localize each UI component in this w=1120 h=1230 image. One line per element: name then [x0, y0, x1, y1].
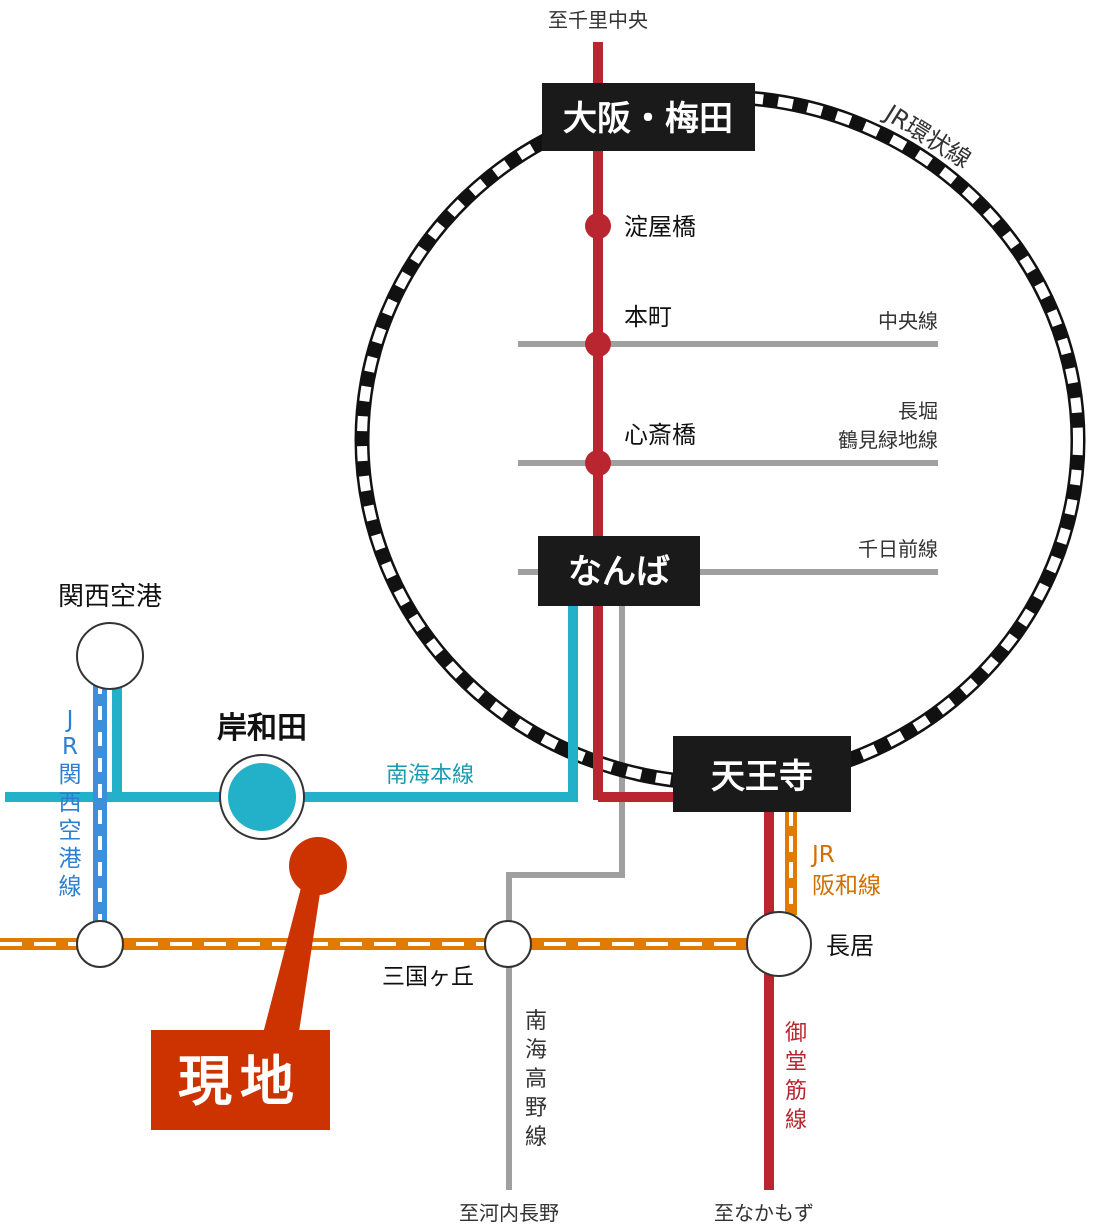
nankai-main-line — [5, 600, 578, 802]
svg-text:南: 南 — [525, 1009, 547, 1034]
mikunigaoka-station[interactable] — [484, 920, 532, 968]
current-location-marker: 現地 — [151, 837, 347, 1130]
umeda-station-box[interactable]: 大阪・梅田 — [542, 83, 755, 151]
namba-station-box[interactable]: なんば — [538, 536, 700, 606]
namba-label: なんば — [568, 552, 670, 592]
kansai-airport-station[interactable] — [76, 622, 144, 690]
jr-loop-line — [354, 89, 1086, 791]
jr-hanwa-label-1: JR — [810, 842, 835, 868]
svg-text:野: 野 — [525, 1096, 547, 1121]
nagai-label: 長居 — [826, 932, 874, 960]
umeda-label: 大阪・梅田 — [563, 99, 733, 139]
nankai-kouya-vertical-label: 南 海 高 野 線 — [525, 1009, 547, 1150]
yodoyabashi-dot — [585, 213, 611, 239]
svg-text:線: 線 — [59, 874, 82, 900]
svg-text:御: 御 — [785, 1021, 807, 1046]
mikunigaoka-label: 三国ヶ丘 — [382, 964, 474, 990]
honmachi-label: 本町 — [624, 303, 672, 331]
svg-text:港: 港 — [59, 846, 82, 872]
svg-text:線: 線 — [525, 1125, 547, 1150]
svg-text:線: 線 — [785, 1108, 807, 1133]
yodoyabashi-label: 淀屋橋 — [624, 213, 696, 241]
nankai-kouya-line — [506, 590, 625, 1190]
midosuji-vertical-label: 御 堂 筋 線 — [785, 1021, 807, 1133]
nankai-main-label: 南海本線 — [386, 763, 474, 788]
nagahori-line-label-1: 長堀 — [898, 399, 938, 423]
kishiwada-station[interactable] — [219, 754, 305, 840]
midosuji-line — [593, 42, 774, 1190]
svg-text:筋: 筋 — [785, 1079, 807, 1104]
jr-hanwa-line — [0, 810, 797, 950]
svg-text:高: 高 — [525, 1067, 547, 1092]
kishiwada-label: 岸和田 — [217, 711, 307, 746]
midosuji-station-dots — [585, 213, 611, 476]
tennoji-station-box[interactable]: 天王寺 — [673, 736, 851, 812]
svg-text:R: R — [62, 734, 78, 760]
svg-text:西: 西 — [59, 790, 82, 816]
bottom-midosuji-label: 至なかもず — [714, 1201, 814, 1225]
svg-text:堂: 堂 — [785, 1050, 807, 1075]
tennoji-label: 天王寺 — [711, 757, 813, 797]
current-location-label: 現地 — [178, 1050, 302, 1113]
svg-text:関: 関 — [59, 762, 82, 788]
bottom-kouya-label: 至河内長野 — [459, 1201, 559, 1225]
chuo-line-label: 中央線 — [878, 309, 938, 333]
svg-text:J: J — [65, 707, 74, 733]
sennichimae-line-label: 千日前線 — [858, 537, 938, 561]
shinsaibashi-label: 心斎橋 — [624, 421, 696, 449]
honmachi-dot — [585, 331, 611, 357]
shinsaibashi-dot — [585, 450, 611, 476]
svg-text:海: 海 — [525, 1038, 547, 1063]
top-destination-label: 至千里中央 — [548, 8, 648, 32]
jr-kansai-airport-vertical-label: J R 関 西 空 港 線 — [59, 707, 82, 900]
kansai-airport-label: 関西空港 — [58, 582, 162, 612]
nagahori-line-label-2: 鶴見緑地線 — [838, 428, 938, 452]
jr-hanwa-label-2: 阪和線 — [812, 873, 881, 899]
nagai-station[interactable] — [746, 911, 812, 977]
svg-text:空: 空 — [59, 818, 82, 844]
hanwa-west-station[interactable] — [76, 920, 124, 968]
